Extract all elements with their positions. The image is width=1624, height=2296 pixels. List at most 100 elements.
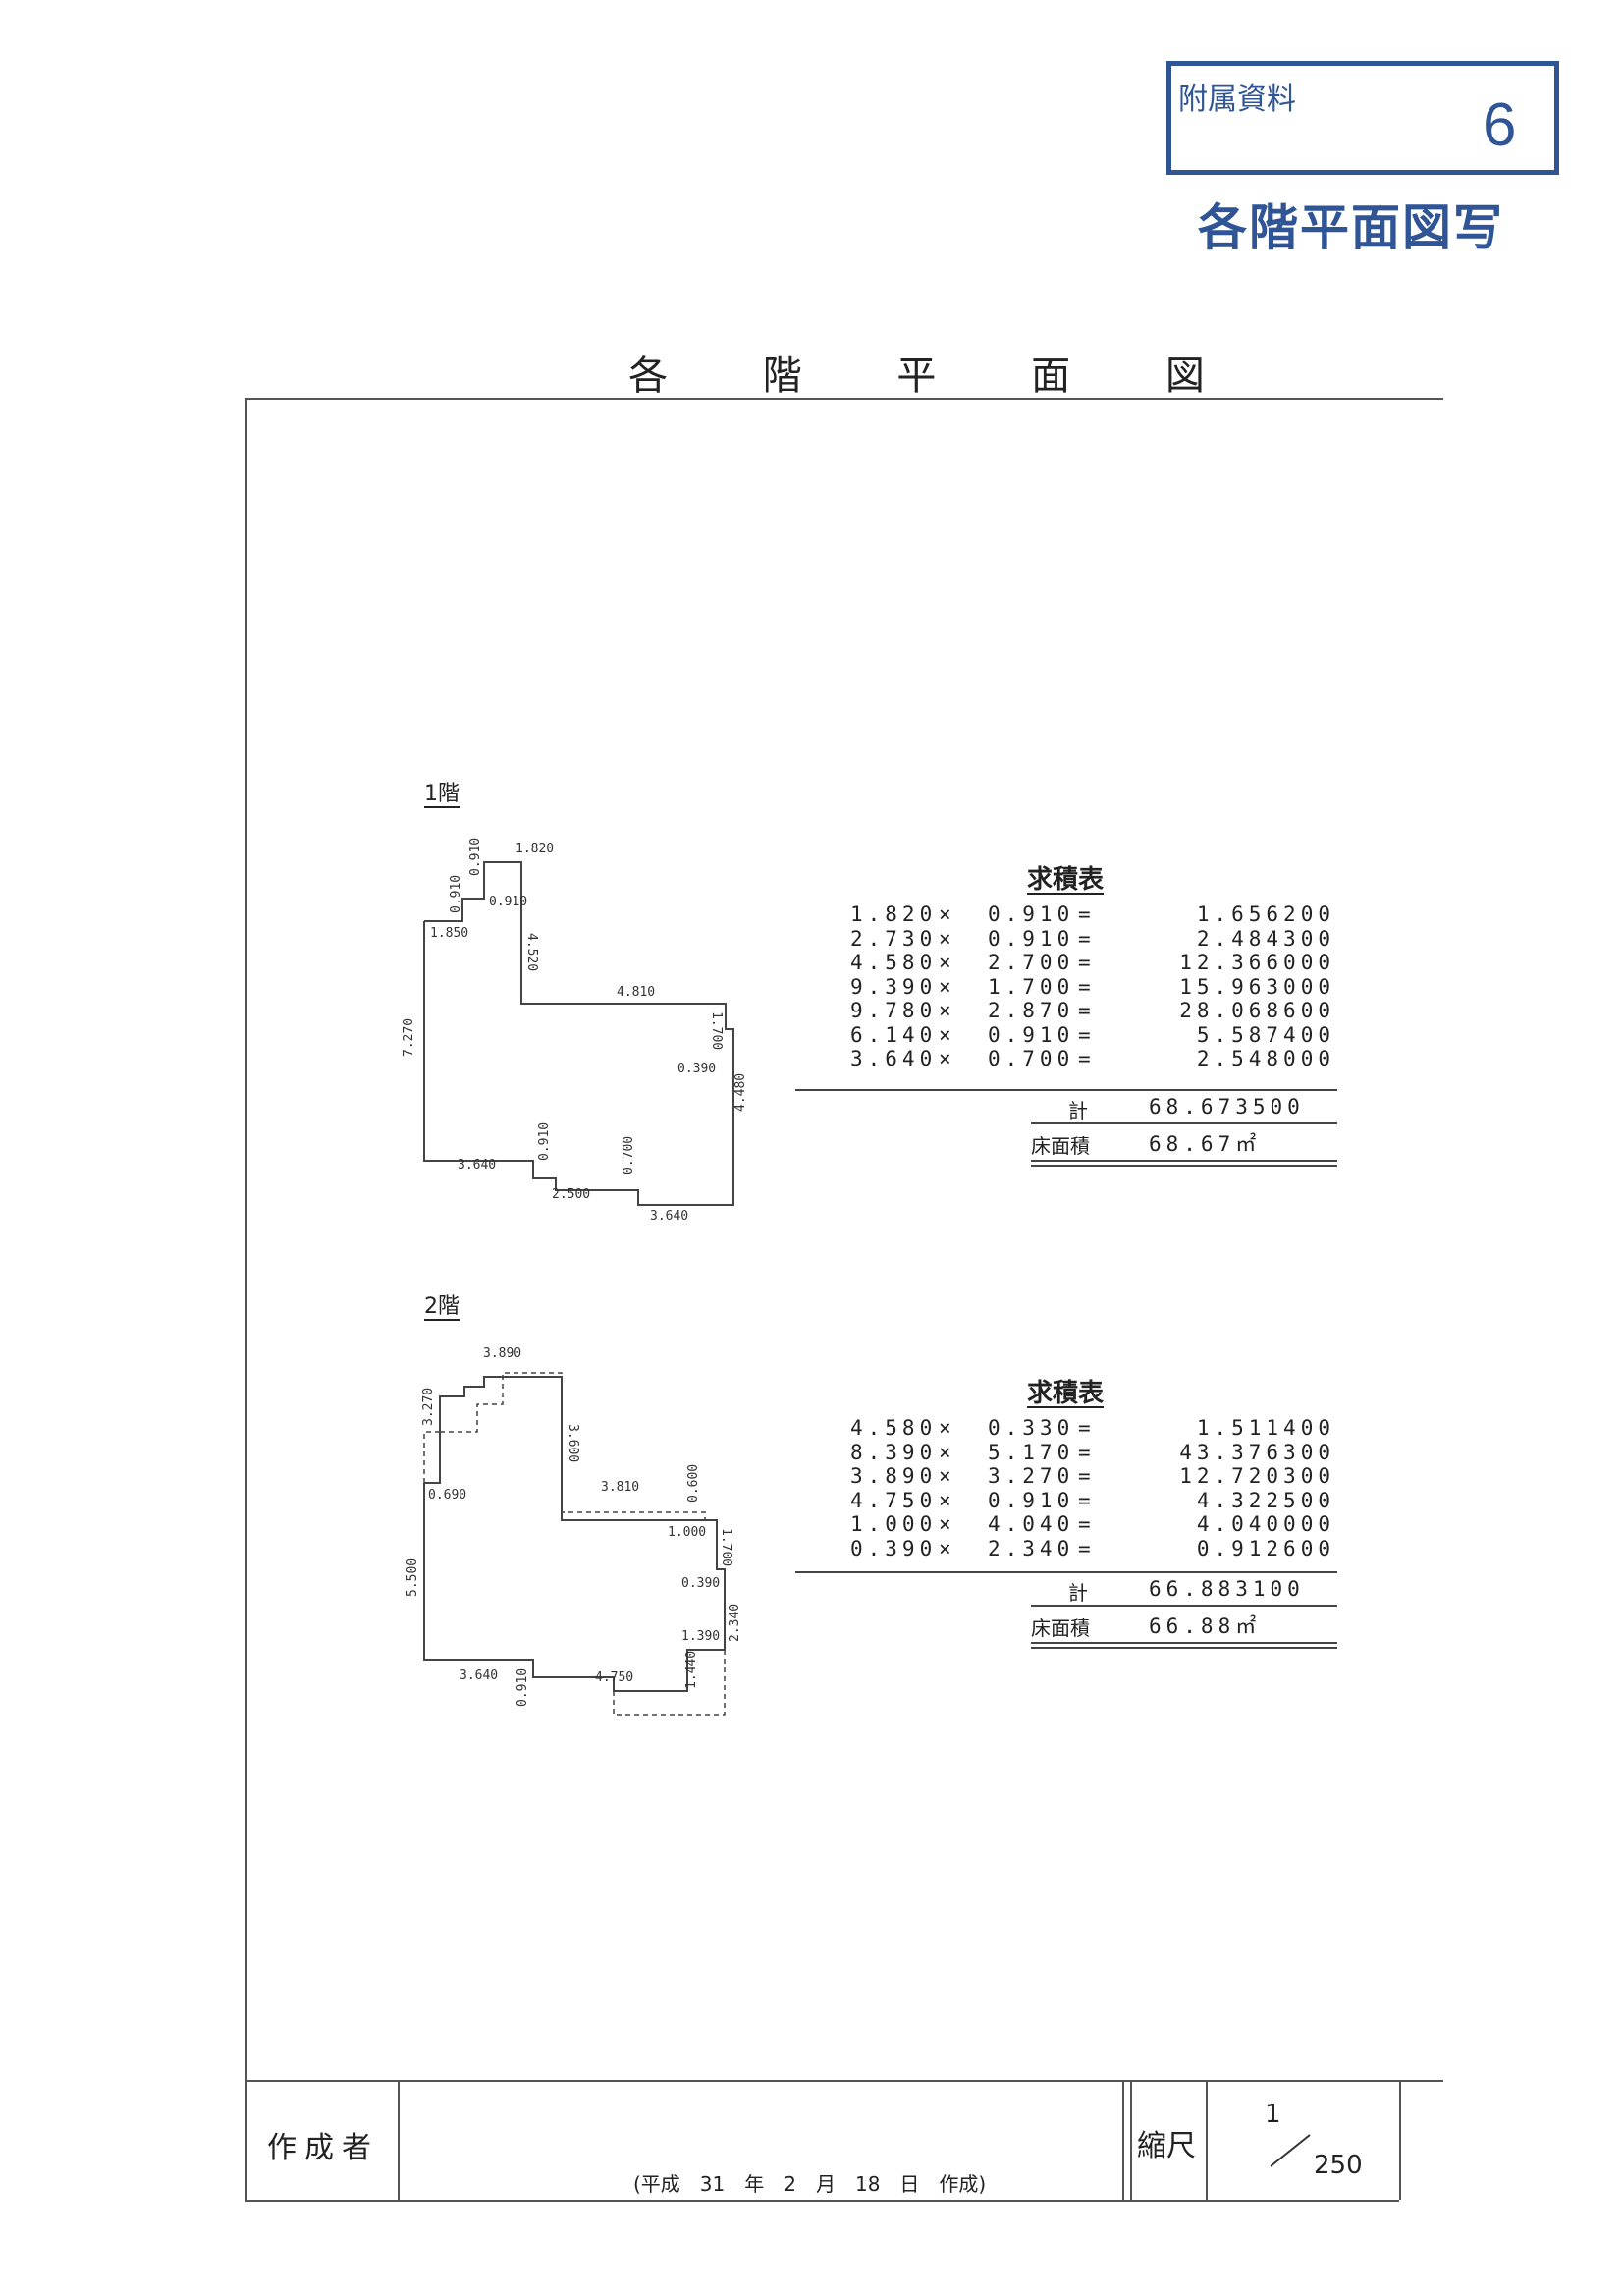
area-row-factor-a: 3.640 <box>850 1047 938 1070</box>
scale-slash <box>1270 2134 1311 2167</box>
multiply-sign: × <box>939 1536 956 1560</box>
table-rule <box>795 1089 1337 1091</box>
area-row-result: 5.587400 <box>1196 1022 1335 1047</box>
floor-area-label: 床面積 <box>1031 1134 1090 1158</box>
dim-label: 5.500 <box>406 1558 420 1597</box>
footer-divider <box>1122 2080 1124 2200</box>
equals-sign: = <box>1078 1488 1096 1512</box>
frame-bottom-border <box>245 2200 1399 2202</box>
area-row-result: 15.963000 <box>1179 974 1335 999</box>
area-row-result: 4.040000 <box>1196 1512 1335 1536</box>
area-row-factor-b: 5.170 <box>988 1440 1075 1464</box>
area-table-title: 求積表 <box>1027 1379 1105 1408</box>
scale-numerator: 1 <box>1265 2100 1281 2129</box>
multiply-sign: × <box>939 1022 956 1047</box>
attachment-number: 6 <box>1483 91 1517 159</box>
multiply-sign: × <box>939 1440 956 1464</box>
equals-sign: = <box>1078 1047 1096 1070</box>
table-rule <box>795 1571 1337 1573</box>
total-value: 68.673500 <box>1149 1095 1305 1119</box>
area-row-factor-b: 2.340 <box>988 1536 1075 1560</box>
equals-sign: = <box>1078 1464 1096 1488</box>
dim-label: 3.890 <box>483 1346 521 1361</box>
dim-label: 0.910 <box>468 838 483 876</box>
scale-denominator: 250 <box>1314 2151 1363 2180</box>
dim-label: 3.640 <box>458 1158 496 1173</box>
multiply-sign: × <box>939 1488 956 1512</box>
equals-sign: = <box>1078 951 1096 974</box>
footer-divider <box>398 2080 400 2200</box>
dim-label: 3.810 <box>601 1480 639 1495</box>
equals-sign: = <box>1078 1512 1096 1536</box>
multiply-sign: × <box>939 926 956 951</box>
dim-label: 1.850 <box>430 926 468 941</box>
table-rule <box>1031 1122 1337 1124</box>
footer-divider <box>1206 2080 1208 2200</box>
frame-left-border <box>245 398 247 2201</box>
dim-label: 4.480 <box>733 1073 748 1112</box>
dim-label: 0.700 <box>622 1136 636 1175</box>
area-row-factor-a: 2.730 <box>850 926 938 951</box>
dim-label: 0.390 <box>681 1576 720 1591</box>
floor-area-value: 68.67㎡ <box>1149 1132 1262 1156</box>
area-row-factor-b: 0.910 <box>988 1488 1075 1512</box>
area-row-factor-a: 4.580 <box>850 1416 938 1440</box>
dim-label: 1.700 <box>709 1011 724 1050</box>
multiply-sign: × <box>939 951 956 974</box>
dim-label: 7.270 <box>402 1018 416 1057</box>
dim-label: 3.640 <box>650 1209 688 1224</box>
area-row-factor-b: 0.910 <box>988 926 1075 951</box>
area-row-factor-a: 0.390 <box>850 1536 938 1560</box>
dim-label: 0.910 <box>537 1122 552 1161</box>
dim-label: 1.700 <box>719 1528 733 1566</box>
area-row-result: 0.912600 <box>1196 1536 1335 1560</box>
floor-area-label: 床面積 <box>1031 1616 1090 1640</box>
equals-sign: = <box>1078 1440 1096 1464</box>
multiply-sign: × <box>939 974 956 999</box>
area-row-factor-a: 4.580 <box>850 951 938 974</box>
area-row-factor-a: 1.820 <box>850 902 938 926</box>
total-value: 66.883100 <box>1149 1577 1305 1601</box>
area-row-factor-b: 1.700 <box>988 974 1075 999</box>
area-row-factor-b: 2.700 <box>988 951 1075 974</box>
dim-label: 1.000 <box>668 1525 706 1540</box>
multiply-sign: × <box>939 902 956 926</box>
floor1-label: 1階 <box>424 782 460 806</box>
area-row-factor-a: 1.000 <box>850 1512 938 1536</box>
table-rule <box>1031 1647 1337 1649</box>
floor1-plan: 1.820 0.910 0.910 0.910 1.850 4.520 7.27… <box>402 838 748 1224</box>
dim-label: 0.600 <box>686 1464 701 1503</box>
dim-label: 4.810 <box>617 985 655 1000</box>
frame-top-border <box>245 398 1443 400</box>
equals-sign: = <box>1078 1536 1096 1560</box>
attachment-label-box <box>1166 61 1559 175</box>
dim-label: 0.910 <box>489 895 527 909</box>
multiply-sign: × <box>939 1416 956 1440</box>
footer-top-border <box>245 2080 1443 2082</box>
creation-date: (平成 31 年 2 月 18 日 作成) <box>633 2172 987 2196</box>
area-row-factor-a: 9.780 <box>850 999 938 1022</box>
footer-divider <box>1130 2080 1132 2200</box>
area-row-factor-b: 0.910 <box>988 902 1075 926</box>
footer-divider <box>1399 2080 1401 2200</box>
total-label: 計 <box>1068 1581 1088 1605</box>
equals-sign: = <box>1078 974 1096 999</box>
table-rule <box>1031 1160 1337 1162</box>
area-row-result: 12.720300 <box>1179 1464 1335 1488</box>
area-row-factor-b: 0.700 <box>988 1047 1075 1070</box>
dim-label: 3.640 <box>460 1668 498 1683</box>
table-rule <box>1031 1605 1337 1607</box>
equals-sign: = <box>1078 1416 1096 1440</box>
scale-label: 縮尺 <box>1137 2129 1196 2163</box>
dim-label: 4.750 <box>595 1670 633 1685</box>
area-row-factor-a: 9.390 <box>850 974 938 999</box>
equals-sign: = <box>1078 999 1096 1022</box>
dim-label: 4.520 <box>524 933 539 971</box>
equals-sign: = <box>1078 902 1096 926</box>
dim-label: 3.270 <box>421 1388 436 1426</box>
dim-label: 0.910 <box>449 875 463 913</box>
area-table-title: 求積表 <box>1027 865 1105 895</box>
area-row-result: 2.548000 <box>1196 1047 1335 1070</box>
